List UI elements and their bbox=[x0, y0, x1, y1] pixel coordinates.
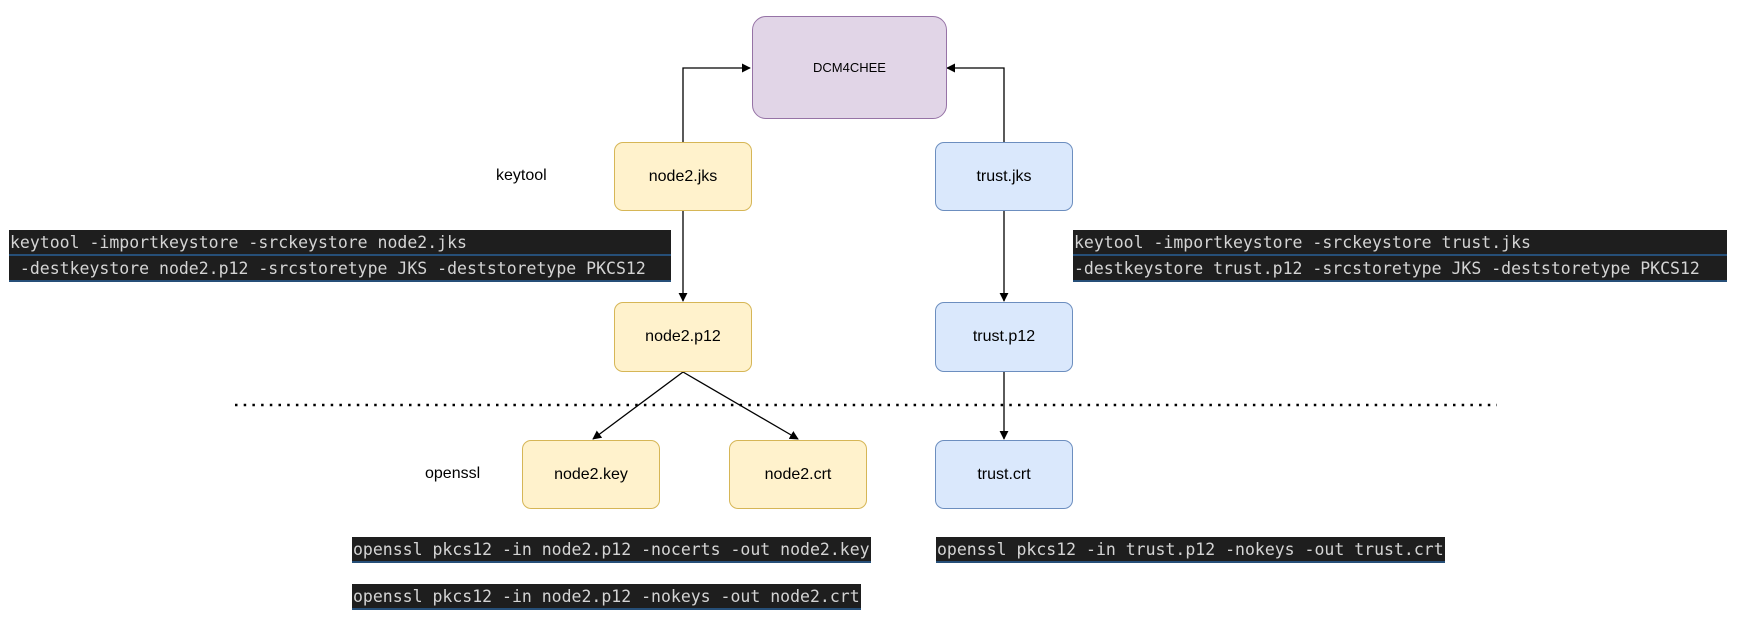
node2-p12-node[interactable]: node2.p12 bbox=[614, 302, 752, 372]
node2-crt-node[interactable]: node2.crt bbox=[729, 440, 867, 509]
openssl-node2-key-command: openssl pkcs12 -in node2.p12 -nocerts -o… bbox=[352, 537, 871, 563]
trust-p12-node[interactable]: trust.p12 bbox=[935, 302, 1073, 372]
keytool-node2-command-line1: keytool -importkeystore -srckeystore nod… bbox=[9, 230, 671, 256]
trust-jks-node[interactable]: trust.jks bbox=[935, 142, 1073, 211]
keytool-node2-command-line2: -destkeystore node2.p12 -srcstoretype JK… bbox=[9, 256, 671, 282]
keytool-label: keytool bbox=[496, 167, 547, 184]
dcm4chee-node[interactable]: DCM4CHEE bbox=[752, 16, 947, 119]
edge-node2-p12-to-node2-key bbox=[592, 371, 684, 440]
node2-key-node[interactable]: node2.key bbox=[522, 440, 660, 509]
keytool-trust-command-line1: keytool -importkeystore -srckeystore tru… bbox=[1073, 230, 1727, 256]
openssl-trust-crt-command: openssl pkcs12 -in trust.p12 -nokeys -ou… bbox=[936, 537, 1445, 563]
node2-jks-node[interactable]: node2.jks bbox=[614, 142, 752, 211]
trust-crt-node[interactable]: trust.crt bbox=[935, 440, 1073, 509]
edge-node2-jks-to-dcm4chee bbox=[682, 63, 751, 142]
openssl-label: openssl bbox=[425, 465, 481, 482]
keytool-trust-command-line2: -destkeystore trust.p12 -srcstoretype JK… bbox=[1073, 256, 1727, 282]
openssl-node2-crt-command: openssl pkcs12 -in node2.p12 -nokeys -ou… bbox=[352, 584, 861, 610]
edge-trust-jks-to-dcm4chee bbox=[946, 63, 1005, 142]
